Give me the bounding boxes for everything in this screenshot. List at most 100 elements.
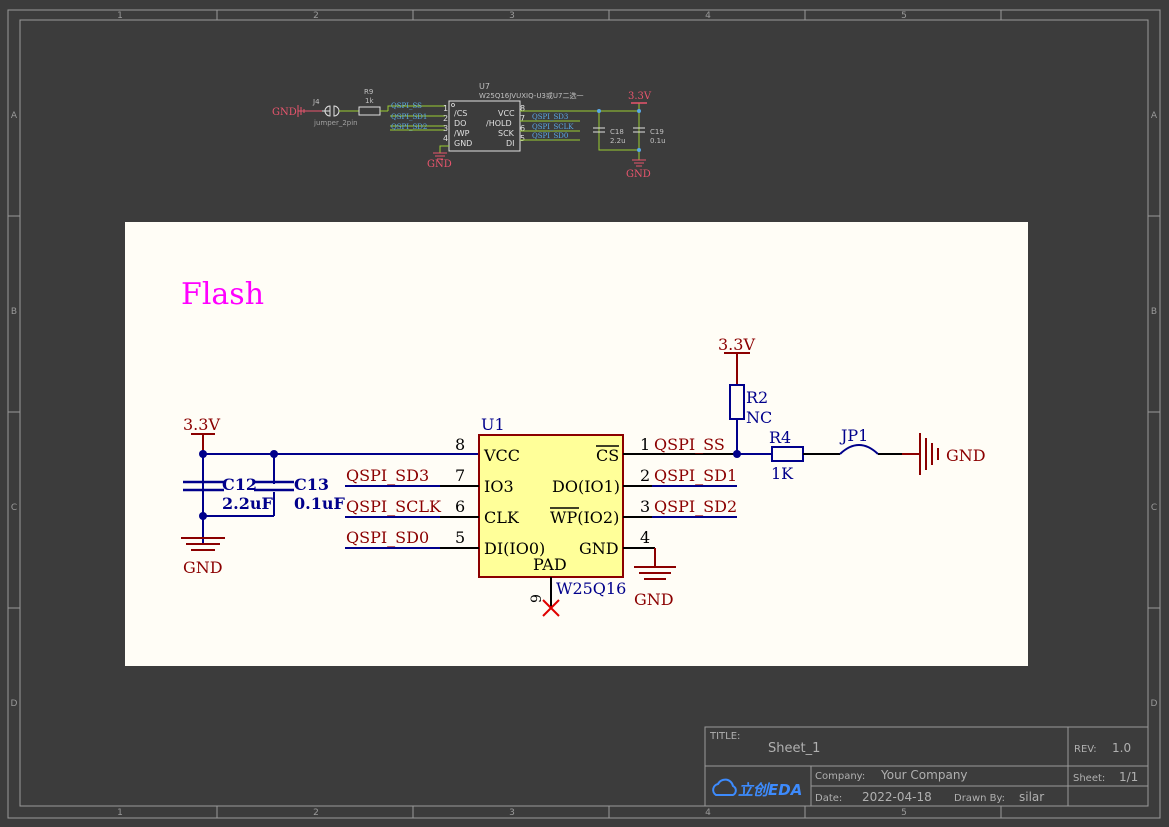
company-label: Company: [815, 771, 865, 782]
u1-pad-label: PAD [533, 555, 567, 574]
sheet-label: Sheet: [1073, 773, 1105, 784]
u7-pin5-name: DI [506, 139, 515, 148]
mini-power-label: 3.3V [628, 91, 652, 102]
gnd-symbol-right[interactable] [919, 433, 939, 475]
r2-ref: R2 [746, 388, 768, 407]
u1-pin4-num: 4 [640, 528, 650, 547]
r2-value: NC [746, 408, 772, 427]
no-connect-marker[interactable] [542, 599, 560, 617]
capacitor-c19[interactable] [633, 127, 645, 133]
gnd-symbol-j4[interactable] [297, 105, 322, 117]
capacitor-c18[interactable] [593, 127, 605, 133]
u1-pin7-num: 7 [455, 466, 465, 485]
c13-ref: C13 [294, 475, 329, 494]
r9-ref: R9 [364, 88, 373, 96]
net-label-qspi-ss: QSPI_SS [654, 435, 725, 454]
right-gnd-label: GND [946, 446, 986, 465]
u1-ref: U1 [481, 415, 505, 434]
frame-col-bottom-2: 2 [313, 808, 319, 818]
drawn-value: silar [1019, 790, 1044, 804]
title-label: TITLE: [709, 731, 740, 742]
gnd-symbol-caps[interactable] [632, 159, 646, 167]
ic-u1[interactable] [478, 434, 624, 578]
date-value: 2022-04-18 [862, 790, 932, 804]
net-label-qspi-sd0: QSPI_SD0 [346, 528, 429, 547]
c19-value: 0.1u [650, 137, 666, 145]
r4-value: 1K [771, 464, 794, 483]
mini-net-qspi-sd3: QSPI_SD3 [532, 113, 568, 121]
u1-pin6-num: 6 [455, 497, 465, 516]
mini-net-qspi-sclk: QSPI_SCLK [532, 123, 574, 131]
rev-value: 1.0 [1112, 741, 1131, 755]
title-block [704, 726, 1149, 807]
u1-pin1-num: 1 [640, 435, 650, 454]
company-value: Your Company [880, 768, 968, 782]
u1-pad-num: 9 [529, 594, 545, 603]
mini-schematic: GND J4 jumper_2pin R9 1k QSPI_SS QSPI_SD… [272, 82, 666, 180]
resistor-r9[interactable] [358, 106, 381, 116]
u1-pin8-name: VCC [483, 446, 520, 465]
gnd-symbol-u7[interactable] [433, 152, 447, 160]
u7-pin1-name: /CS [454, 109, 467, 118]
frame-col-top-2: 2 [313, 11, 319, 21]
c12-value: 2.2uF [222, 494, 273, 513]
gnd-symbol-left[interactable] [181, 537, 225, 551]
u7-value: W25Q16JVUXIQ-U3或U7二选一 [479, 91, 583, 100]
drawn-label: Drawn By: [954, 793, 1005, 804]
net-label-qspi-sd3: QSPI_SD3 [346, 466, 429, 485]
c19-ref: C19 [650, 128, 664, 136]
cap-gnd-label: GND [626, 169, 651, 180]
u7-pin7-name: /HOLD [486, 119, 512, 128]
c18-value: 2.2u [610, 137, 626, 145]
frame-col-bottom-5: 5 [901, 808, 907, 818]
u1-pin3-num: 3 [640, 497, 650, 516]
r9-value: 1k [365, 97, 374, 105]
mini-net-qspi-ss: QSPI_SS [391, 102, 422, 110]
flash-reference-image[interactable]: Flash 3.3V C12 2.2uF C13 0.1uF GND [125, 222, 1028, 666]
u1-pin2-num: 2 [640, 466, 650, 485]
frame-row-right-b: B [1151, 307, 1157, 317]
u7-pin3-num: 3 [443, 124, 448, 133]
frame-row-left-a: A [11, 111, 18, 121]
net-label-qspi-sd1: QSPI_SD1 [654, 466, 737, 485]
u7-ref: U7 [479, 82, 490, 91]
c12-ref: C12 [222, 475, 257, 494]
j4-gnd-label: GND [272, 107, 297, 118]
u1-pin5-num: 5 [455, 528, 465, 547]
u7-pin2-name: DO [454, 119, 466, 128]
frame-col-top-1: 1 [117, 11, 123, 21]
gnd-symbol-pin4[interactable] [634, 566, 676, 580]
capacitor-c13[interactable] [254, 480, 294, 492]
frame-row-left-b: B [11, 307, 17, 317]
c18-ref: C18 [610, 128, 624, 136]
u7-pin8-name: VCC [498, 109, 515, 118]
u7-pin5-num: 5 [520, 134, 525, 143]
u1-value: W25Q16 [556, 579, 626, 598]
cloud-icon [712, 778, 737, 796]
left-power-label: 3.3V [183, 415, 220, 434]
c13-value: 0.1uF [294, 494, 345, 513]
jumper-j4[interactable] [322, 105, 359, 117]
net-label-qspi-sd2: QSPI_SD2 [654, 497, 737, 516]
ic-u7[interactable] [448, 100, 521, 152]
frame-col-top-5: 5 [901, 11, 907, 21]
frame-col-bottom-3: 3 [509, 808, 515, 818]
u7-pin1-num: 1 [443, 104, 448, 113]
frame-col-top-3: 3 [509, 11, 515, 21]
sheet-value: 1/1 [1119, 770, 1138, 784]
u7-pin3-name: /WP [454, 129, 470, 138]
mini-net-qspi-sd2: QSPI_SD2 [391, 123, 427, 131]
rev-label: REV: [1074, 744, 1097, 755]
frame-col-top-4: 4 [705, 11, 711, 21]
jumper-jp1[interactable] [839, 444, 879, 455]
frame-row-left-d: D [11, 699, 18, 709]
sheet-frame [7, 9, 1161, 819]
u7-gnd-label: GND [427, 159, 452, 170]
u7-pin2-num: 2 [443, 114, 448, 123]
capacitor-c12[interactable] [183, 480, 224, 492]
net-label-qspi-sclk: QSPI_SCLK [346, 497, 442, 516]
u7-pin4-name: GND [454, 139, 472, 148]
u1-pin2-name: DO(IO1) [552, 477, 620, 496]
frame-row-left-c: C [11, 503, 17, 513]
